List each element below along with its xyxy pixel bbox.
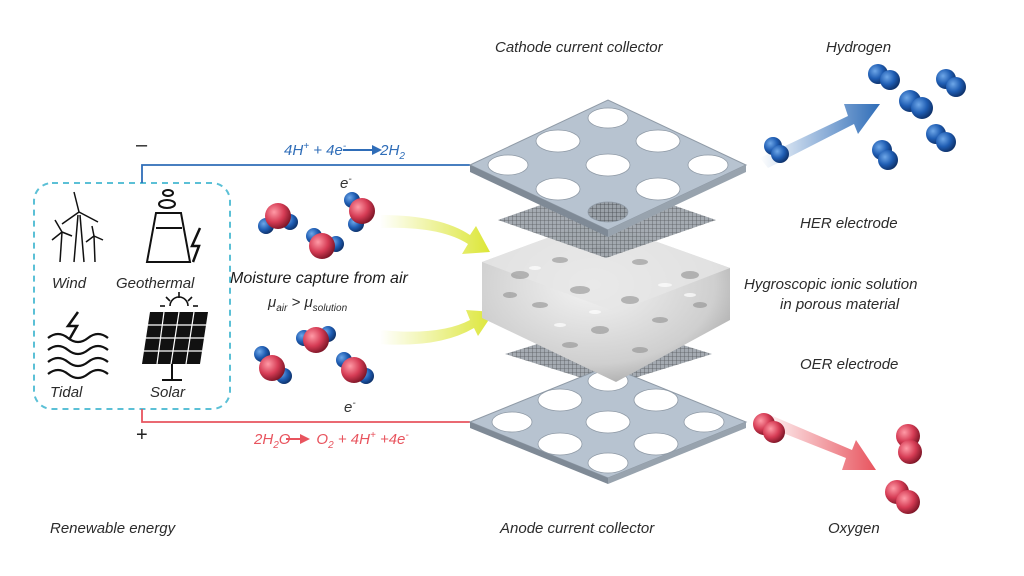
oer-electrode-label: OER electrode (800, 356, 899, 373)
her-electrode-label: HER electrode (800, 215, 898, 232)
hydrogen-molecule-icon (899, 90, 933, 119)
water-molecule-icon (306, 228, 344, 259)
source-label-solar: Solar (150, 384, 186, 401)
source-label-wind: Wind (52, 275, 87, 292)
hydrogen-molecule-icon (926, 124, 956, 152)
moisture-arrow-upper (380, 215, 490, 254)
tidal-icon (47, 311, 109, 380)
moisture-arrow-lower (380, 310, 494, 345)
negative-terminal: – (136, 134, 148, 156)
source-label-tidal: Tidal (50, 384, 83, 401)
geothermal-icon (145, 189, 202, 263)
cathode-current-collector-plate (468, 99, 748, 237)
energy-sources-box (33, 182, 231, 410)
cathode-wire (141, 164, 470, 183)
hygroscopic-label-line1: Hygroscopic ionic solution (744, 276, 918, 293)
water-molecule-icon (254, 346, 292, 384)
renewable-energy-label: Renewable energy (50, 520, 176, 537)
wind-turbine-icon (51, 191, 104, 263)
hydrogen-molecule-icon (868, 64, 900, 90)
hydrogen-molecule-icon (872, 140, 898, 170)
oxygen-molecule-icon (885, 480, 920, 514)
electron-label-anode: e- (344, 398, 356, 416)
cathode-reaction: 4H+ + 4e-2H2 (284, 141, 405, 162)
hydrogen-molecule-icon (936, 69, 966, 97)
hygroscopic-label-line2: in porous material (780, 296, 900, 313)
source-label-geothermal: Geothermal (116, 275, 195, 292)
anode-current-collector-plate (468, 365, 748, 484)
water-molecule-icon (336, 352, 374, 384)
anode-reaction-arrow (286, 434, 310, 444)
positive-terminal: + (136, 424, 148, 446)
moisture-capture-label: Moisture capture from air (230, 270, 408, 287)
solar-panel-icon (142, 292, 208, 381)
water-molecule-icon (296, 326, 336, 353)
water-molecule-icon (344, 192, 375, 232)
cathode-reaction-arrow (343, 145, 382, 155)
hydrogen-label: Hydrogen (826, 39, 892, 56)
chemical-potential-label: μair > μsolution (268, 294, 348, 314)
hydrogen-arrow (760, 104, 880, 168)
hydrogen-molecule-icon (764, 137, 789, 163)
anode-collector-label: Anode current collector (500, 520, 655, 537)
oxygen-label: Oxygen (828, 520, 880, 537)
oxygen-molecule-icon (753, 413, 785, 443)
water-molecule-icon (258, 203, 298, 234)
oxygen-arrow (760, 414, 876, 470)
anode-wire (141, 409, 470, 423)
cathode-collector-label: Cathode current collector (495, 39, 663, 56)
electron-label-cathode: e- (340, 174, 352, 192)
oxygen-molecule-icon (896, 424, 922, 464)
